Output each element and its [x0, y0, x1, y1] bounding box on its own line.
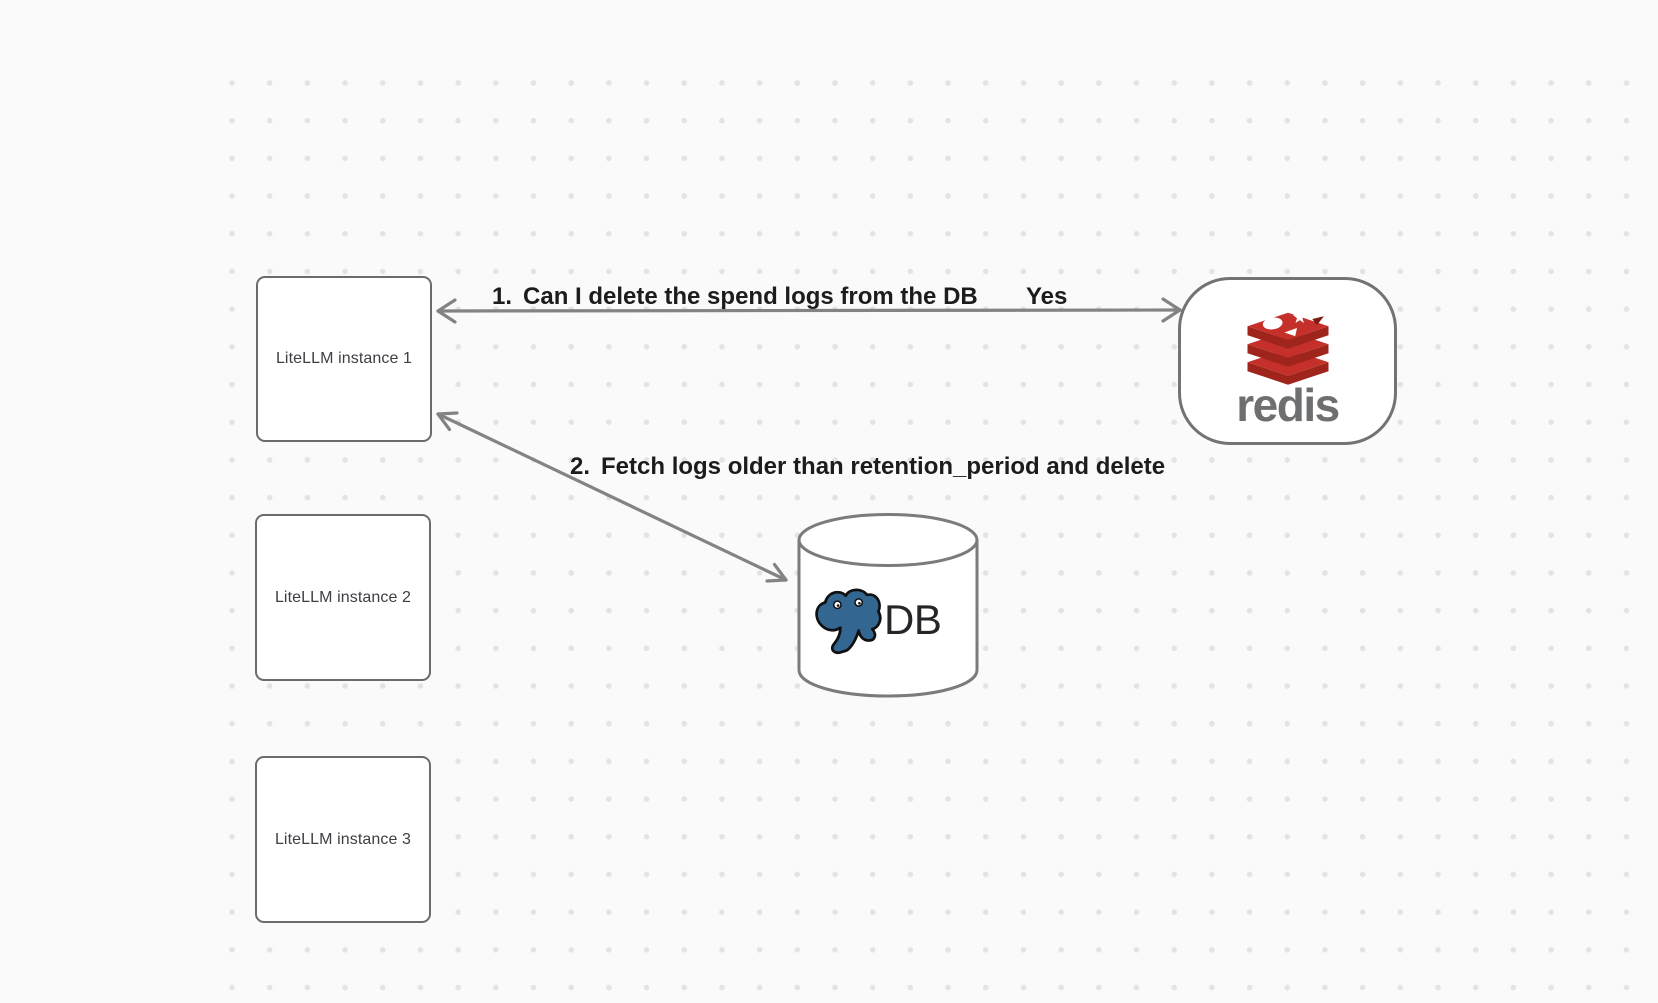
node-label: LiteLLM instance 3 — [274, 830, 412, 848]
node-litellm-instance-2: LiteLLM instance 2 — [255, 514, 431, 681]
arrow-step1 — [436, 297, 1182, 324]
db-node-content: DB — [810, 580, 970, 660]
redis-wordmark: redis — [1236, 379, 1340, 431]
edge-label-step1-number: 1. — [492, 283, 513, 310]
db-label: DB — [884, 596, 942, 643]
edge-label-step1: 1. Can I delete the spend logs from the … — [492, 283, 978, 311]
arrow-step2-line — [436, 412, 788, 582]
arrow-step1-head-left-icon — [436, 298, 457, 324]
edge-label-step1-response-text: Yes — [1026, 283, 1068, 310]
db-cylinder-body — [797, 539, 979, 698]
arrow-step2 — [436, 411, 788, 583]
edge-label-step2-number: 2. — [570, 453, 591, 480]
edge-label-step1-text: Can I delete the spend logs from the DB — [523, 283, 978, 310]
edge-label-step1-response: Yes — [1026, 283, 1067, 311]
arrow-step2-head-top-icon — [436, 411, 459, 432]
postgresql-elephant-icon — [815, 588, 882, 655]
node-litellm-instance-3: LiteLLM instance 3 — [255, 756, 431, 923]
arrow-step1-line — [436, 308, 1182, 313]
arrow-step2-head-bottom-icon — [765, 562, 788, 583]
redis-logo-icon — [1247, 310, 1328, 385]
db-cylinder — [797, 513, 979, 698]
node-redis: redis — [1178, 277, 1397, 445]
edge-label-step2-text: Fetch logs older than retention_period a… — [601, 453, 1166, 480]
db-cylinder-top — [797, 513, 979, 567]
edge-label-step2: 2. Fetch logs older than retention_perio… — [570, 453, 1165, 481]
node-litellm-instance-1: LiteLLM instance 1 — [256, 276, 432, 442]
node-label: LiteLLM instance 2 — [274, 588, 412, 606]
arrow-step1-head-right-icon — [1161, 297, 1182, 323]
node-label: LiteLLM instance 1 — [275, 350, 413, 367]
